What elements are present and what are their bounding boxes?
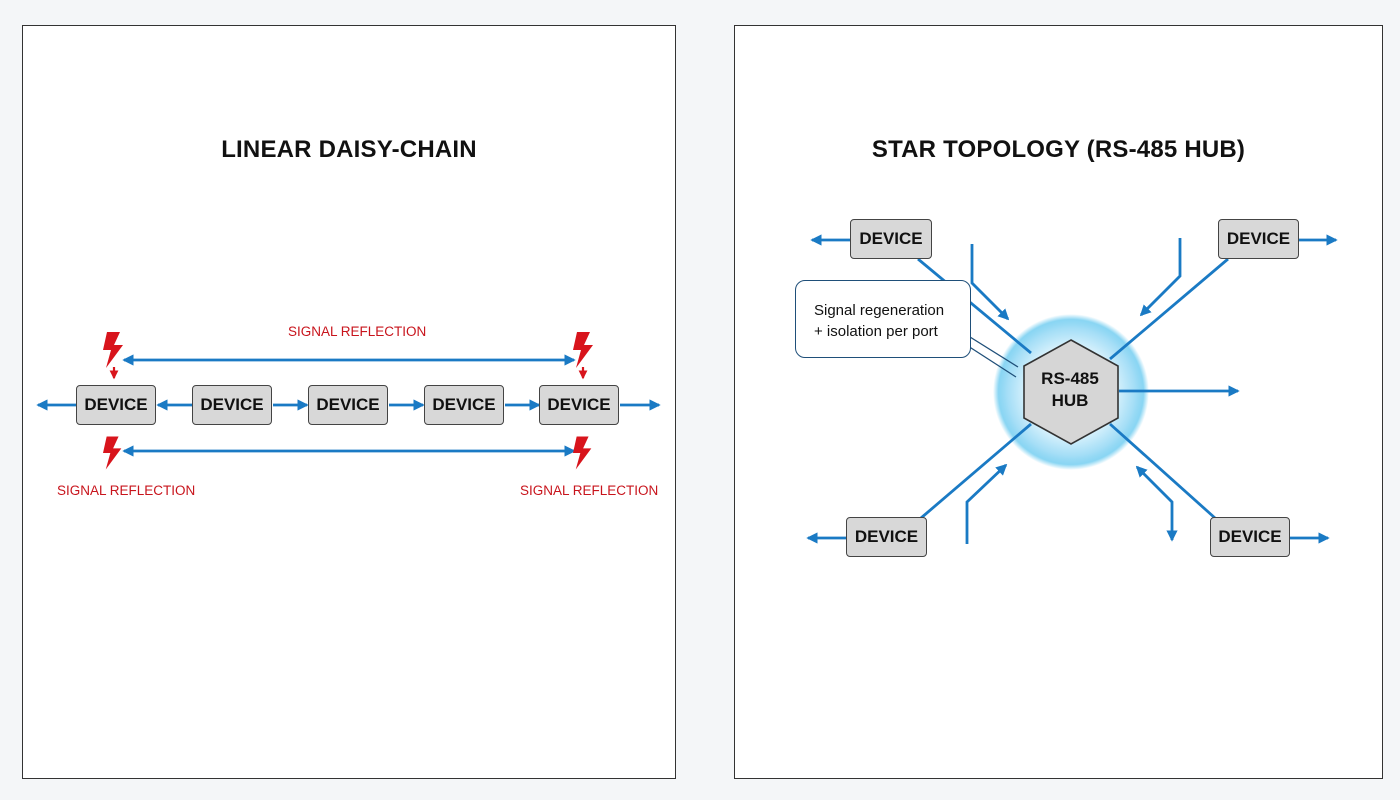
device-box: DEVICE (846, 517, 927, 557)
spoke-top-right (1109, 257, 1229, 361)
device-box: DEVICE (192, 385, 272, 425)
lightning-bolt-icon (103, 332, 123, 368)
daisy-chain-title: LINEAR DAISY-CHAIN (221, 136, 477, 163)
signal-reflection-label-bottom-right: SIGNAL REFLECTION (520, 483, 659, 498)
callout-line-2: + isolation per port (814, 323, 938, 340)
port-isolation-callout: Signal regeneration + isolation per port (795, 280, 971, 358)
device-box: DEVICE (1218, 219, 1299, 259)
reflection-bolts (103, 332, 593, 470)
callout-line-1: Signal regeneration (814, 302, 945, 319)
star-topology-title: STAR TOPOLOGY (RS-485 HUB) (871, 136, 1246, 163)
spoke-top-left (917, 257, 1032, 355)
lightning-bolt-icon (573, 332, 593, 368)
hub-label: RS-485 HUB (1020, 368, 1120, 412)
hub-label-line-2: HUB (1051, 391, 1089, 410)
signal-in-top-left-arrow (970, 244, 1010, 321)
device-box: DEVICE (1210, 517, 1290, 557)
device-box: DEVICE (539, 385, 619, 425)
star-links (806, 234, 1338, 544)
lightning-bolt-icon (573, 436, 592, 470)
signal-in-bottom-left-arrow (965, 463, 1008, 544)
spoke-bottom-right (1109, 422, 1216, 520)
spoke-bottom-left (920, 422, 1032, 520)
signal-in-top-right-arrow (1139, 238, 1182, 317)
daisy-chain-links (36, 354, 661, 457)
lightning-bolt-icon (103, 436, 122, 470)
callout-leader-1 (961, 331, 1019, 368)
device-box: DEVICE (308, 385, 388, 425)
callout-leader-2 (967, 345, 1017, 378)
hub-label-line-1: RS-485 (1041, 369, 1099, 388)
device-box: DEVICE (424, 385, 504, 425)
hub-hexagon (1023, 339, 1119, 445)
signal-reflection-label-top: SIGNAL REFLECTION (288, 324, 427, 339)
signal-reflection-label-bottom-left: SIGNAL REFLECTION (57, 483, 196, 498)
device-box: DEVICE (850, 219, 932, 259)
device-box: DEVICE (76, 385, 156, 425)
signal-bottom-right-arrow (1135, 465, 1178, 542)
